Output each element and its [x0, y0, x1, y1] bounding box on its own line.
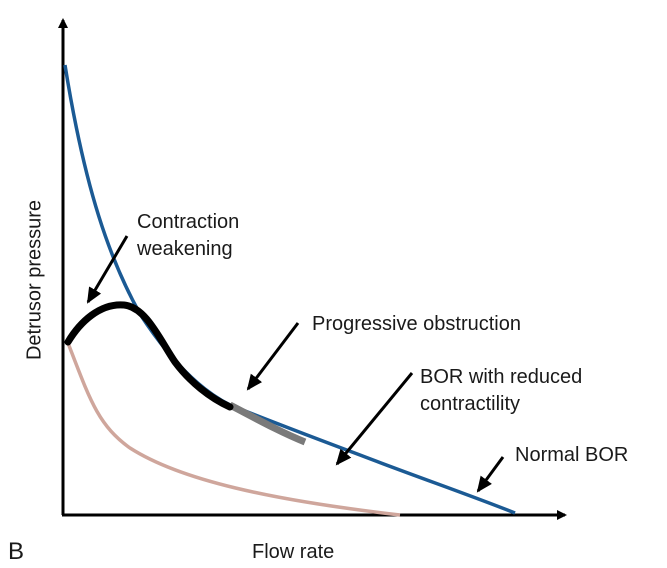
contraction-weakening-line-1: Contraction: [137, 211, 240, 233]
bor-reduced-contractility-label: BOR with reduced contractility: [420, 364, 582, 418]
progressive-obstruction-label: Progressive obstruction: [312, 313, 521, 335]
normal-bor-label: Normal BOR: [515, 444, 629, 466]
obstruction-segment: [228, 401, 307, 446]
contraction-curve: [64, 301, 234, 411]
y-axis-label: Detrusor pressure: [23, 199, 46, 361]
progressive-obstruction-arrow: [246, 322, 300, 391]
bor-reduced-contractility-arrow: [335, 372, 414, 466]
bor-reduced-contractility-line-1: BOR with reduced: [420, 366, 583, 388]
panel-label: B: [8, 538, 25, 565]
normal-bor-arrow: [476, 456, 505, 493]
contraction-weakening-arrow: [86, 235, 129, 304]
contraction-weakening-line-2: weakening: [137, 238, 233, 260]
bor-reduced-contractility-line-2: contractility: [420, 393, 521, 415]
x-axis-label: Flow rate: [252, 541, 335, 563]
contraction-weakening-label: Contraction weakening: [137, 209, 239, 263]
normal-bor-curve: [63, 64, 516, 515]
baseline-curve: [66, 342, 401, 517]
